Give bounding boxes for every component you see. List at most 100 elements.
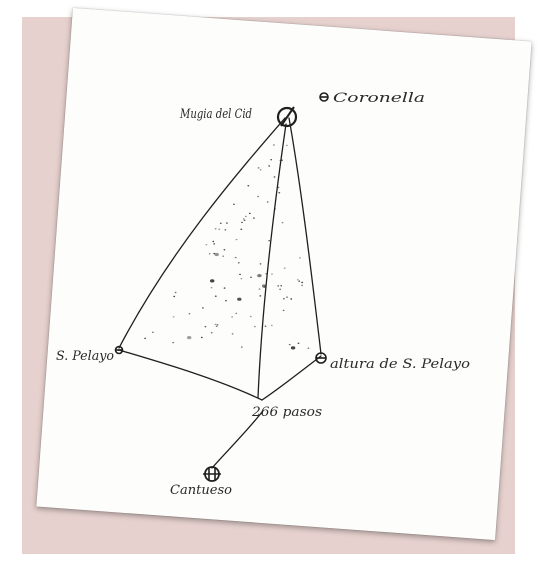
stipple-dot <box>297 342 300 344</box>
stipple-dot <box>243 219 246 222</box>
stipple-dot <box>205 244 208 246</box>
stipple-dot <box>239 273 241 276</box>
stipple-dot <box>281 222 284 224</box>
stipple-dot <box>188 313 191 315</box>
stipple-dot <box>253 217 255 219</box>
stipple-dot <box>200 336 203 339</box>
stipple-dot <box>202 307 204 309</box>
stipple-dot <box>266 201 269 203</box>
stipple-dot <box>242 218 245 220</box>
stipple-dot <box>277 285 280 287</box>
stipple-dot <box>231 316 234 318</box>
stipple-dot <box>282 309 285 312</box>
line-top-to-left <box>118 117 286 349</box>
stipple-dot <box>268 240 271 242</box>
stipple-shading <box>144 144 310 350</box>
stipple-dot <box>214 323 217 326</box>
stipple-dot <box>214 228 217 230</box>
stipple-dot <box>271 273 273 275</box>
stipple-dot <box>283 267 286 269</box>
stipple-dot <box>218 228 221 230</box>
stipple-dot <box>259 263 262 265</box>
stipple-dot <box>223 249 226 251</box>
stipple-dot <box>273 144 275 146</box>
stipple-dot <box>264 325 267 327</box>
stipple-dot <box>240 228 243 230</box>
stipple-dot <box>307 347 310 349</box>
line-center-spine <box>257 123 287 399</box>
stipple-dot <box>249 315 252 318</box>
station-marker-right <box>315 352 327 364</box>
line-right-to-center <box>261 355 322 401</box>
stipple-dot <box>152 331 154 333</box>
stipple-dot <box>172 341 175 344</box>
stipple-dot <box>225 300 227 302</box>
stipple-dot <box>277 186 280 189</box>
label-right: altura de S. Pelayo <box>330 357 470 372</box>
stipple-dot <box>286 296 288 298</box>
stipple-dot <box>259 169 262 171</box>
station-marker-top <box>276 106 298 128</box>
stipple-dot <box>213 252 216 255</box>
stipple-dot <box>172 316 175 318</box>
stipple-dot <box>144 337 147 340</box>
stipple-dot <box>301 284 303 287</box>
stipple-dot <box>257 274 262 278</box>
label-bottom-measure: 266 pasos <box>251 405 322 420</box>
stipple-dot <box>219 222 222 224</box>
stipple-dot <box>290 346 296 350</box>
line-top-to-right <box>288 117 322 355</box>
stipple-dot <box>204 326 207 328</box>
stipple-dot <box>257 167 260 169</box>
stipple-dot <box>241 221 243 224</box>
stipple-dot <box>268 165 271 167</box>
stipple-dot <box>299 257 301 259</box>
stipple-dot <box>270 324 273 327</box>
stipple-dot <box>261 284 267 288</box>
label-bottom: Cantueso <box>170 483 232 498</box>
stipple-dot <box>210 287 213 289</box>
stipple-dot <box>214 295 217 297</box>
stipple-dot <box>214 252 219 257</box>
stipple-dot <box>216 324 219 326</box>
line-center-to-bottom <box>211 411 263 469</box>
stipple-dot <box>259 295 262 297</box>
stipple-dot <box>208 253 211 255</box>
stipple-dot <box>245 215 247 218</box>
stipple-dot <box>240 346 243 348</box>
stipple-dot <box>258 288 261 290</box>
stipple-dot <box>283 298 285 300</box>
stipple-dot <box>278 192 281 194</box>
stipple-dot <box>210 279 215 283</box>
stipple-dot <box>290 298 293 300</box>
stipple-dot <box>215 325 218 327</box>
stipple-dot <box>226 222 228 224</box>
label-left: S. Pelayo <box>56 349 114 364</box>
stipple-dot <box>223 287 226 289</box>
stipple-dot <box>237 262 240 264</box>
stipple-dot <box>250 276 252 278</box>
stipple-dot <box>222 255 225 257</box>
stipple-dot <box>240 278 243 280</box>
stipple-dot <box>174 291 177 294</box>
stipple-dot <box>257 195 259 198</box>
stipple-dot <box>301 281 304 284</box>
stipple-dot <box>247 185 250 187</box>
station-marker-top-right <box>319 92 329 102</box>
stipple-dot <box>296 279 299 281</box>
stipple-dot <box>173 295 176 298</box>
stipple-dot <box>234 256 237 259</box>
stipple-dot <box>212 240 215 243</box>
stipple-dot <box>298 280 301 282</box>
stipple-dot <box>233 203 235 205</box>
station-marker-left <box>114 345 124 355</box>
stipple-dot <box>213 243 216 245</box>
stipple-dot <box>273 176 276 178</box>
stipple-dot <box>231 333 234 335</box>
label-top-right: Coronella <box>333 91 425 106</box>
stipple-dot <box>286 144 288 147</box>
stipple-dot <box>235 312 238 315</box>
stipple-dot <box>248 212 251 215</box>
station-marker-bottom <box>203 466 221 482</box>
